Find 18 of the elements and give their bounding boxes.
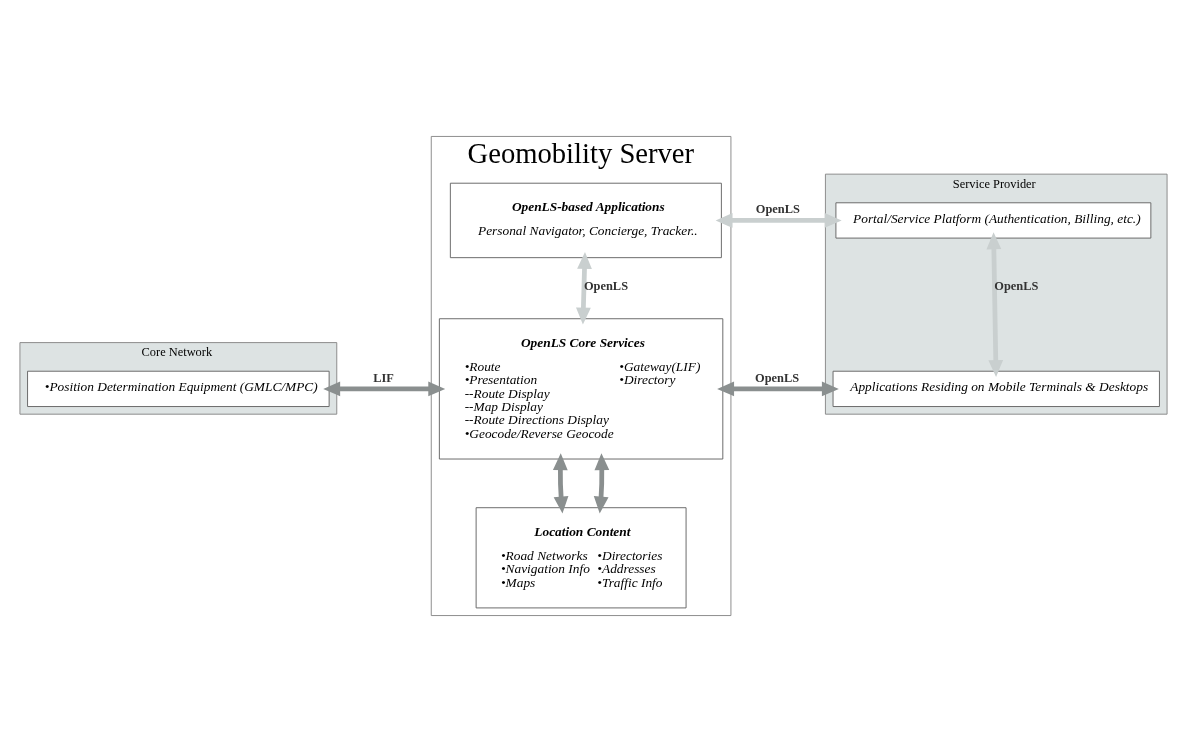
arrow	[323, 380, 446, 396]
node-box: Portal/Service Platform (Authentication, Billing, etc.)	[835, 201, 1152, 239]
edge-label: OpenLS	[755, 370, 800, 385]
node-box: OpenLS-based Applications Personal Navigator, Concierge, Tracker..	[449, 182, 722, 258]
node-box: Applications Residing on Mobile Terminals & Desktops	[832, 370, 1160, 407]
arrow	[986, 231, 1004, 377]
arrow	[715, 212, 842, 228]
arrow	[717, 380, 839, 396]
edge-label: OpenLS	[994, 278, 1039, 293]
edge-label: OpenLS	[755, 201, 800, 216]
arrow	[552, 452, 569, 513]
node-box: OpenLS Core Services •Route •Presentation --Route Display --Map Display --Route Directions Display •Geocode/Reverse Geocode •Gateway(LIF) •Directory	[438, 317, 724, 459]
node-box: Location Content •Road Networks •Navigation Info •Maps •Directories •Addresses •Traffic Info	[475, 506, 687, 608]
arrow	[576, 251, 592, 325]
edge-label: OpenLS	[583, 278, 629, 293]
arrow	[593, 452, 610, 513]
node-box: •Position Determination Equipment (GMLC/MPC)	[27, 370, 330, 407]
edge-label: LIF	[373, 370, 394, 385]
